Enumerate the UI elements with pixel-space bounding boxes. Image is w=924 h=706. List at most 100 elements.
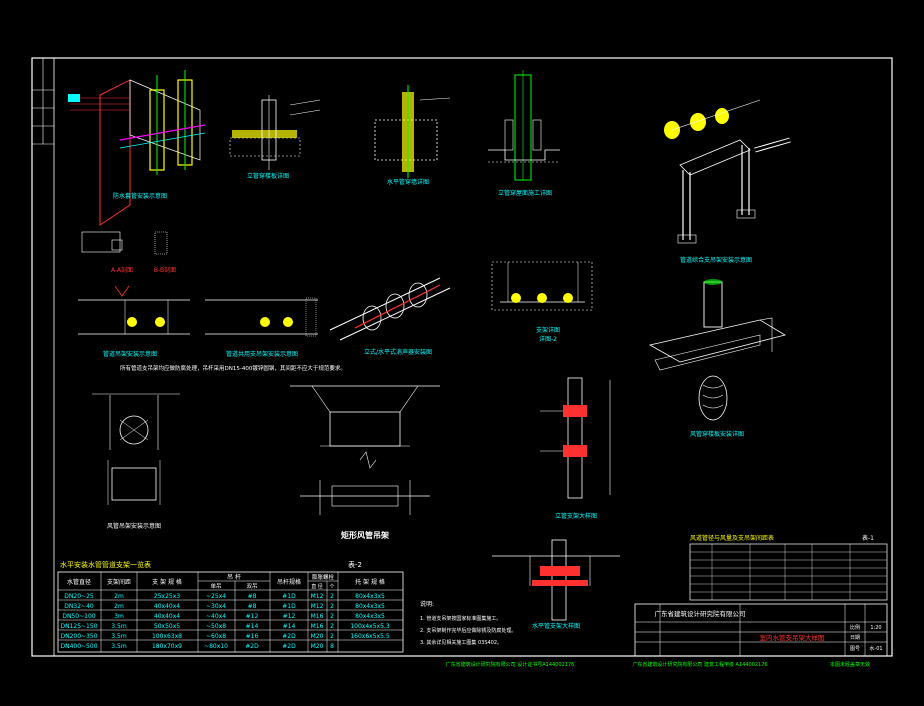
cell: ~30x4 <box>206 603 226 610</box>
caption-wall-sleeve: 防水套管安装示意图 <box>113 192 167 200</box>
cell: 40x40x4 <box>154 613 180 620</box>
cell: M20 <box>311 633 324 640</box>
cell: DN200~350 <box>60 633 97 640</box>
cell: #12 <box>246 613 259 620</box>
note-item: 3. 其余详见相关施工图集 03S402。 <box>420 639 502 646</box>
cell: 40x40x4 <box>154 603 180 610</box>
cell: 2 <box>330 633 334 640</box>
caption-riser-bracket: 立管支架大样图 <box>555 512 597 520</box>
caption-roof-riser: 立管穿屋面施工详图 <box>498 189 552 197</box>
caption-support-detail: 支架详图 <box>536 326 560 334</box>
diagram-roof-riser <box>488 70 560 181</box>
cell: 8 <box>330 643 334 650</box>
cell: 25x25x3 <box>154 593 180 600</box>
cell: 80x4x3x5 <box>355 603 385 610</box>
cell: 3.5m <box>111 623 127 630</box>
cell: M16 <box>311 623 324 630</box>
cell: M16 <box>311 613 324 620</box>
pipe-table-tag: 表-1 <box>862 534 874 542</box>
diagram-hanger-left <box>78 285 190 335</box>
caption-hanger-right: 管道共用支吊架安装示意图 <box>226 350 298 358</box>
cell: M12 <box>311 593 324 600</box>
cell: #16 <box>246 633 259 640</box>
hdr-bolt: 膨胀螺栓 <box>312 573 335 581</box>
cell: 160x6x5x5.5 <box>350 633 389 640</box>
caption-support-detail-sub: 详图-2 <box>539 335 557 343</box>
cell: DN50~100 <box>62 613 95 620</box>
diagram-support-detail <box>491 261 593 311</box>
caption-rect-duct: 矩形风管吊架 <box>340 530 389 540</box>
cell: 50x50x5 <box>154 623 180 630</box>
diagram-combined-support <box>664 99 791 244</box>
bracket-table-rows: DN20~25 2m 25x25x3 ~25x4 #8 #1D M12 2 80… <box>60 593 389 650</box>
diagram-rect-duct <box>290 385 440 515</box>
cell: ~40x4 <box>206 613 226 620</box>
cell: 3m <box>114 613 124 620</box>
cell: #1D <box>282 603 296 610</box>
caption-section-b: B-B剖面 <box>154 266 176 274</box>
table-row: DN20~25 2m 25x25x3 ~25x4 #8 #1D M12 2 80… <box>64 593 385 600</box>
table-row: DN400~500 3.5m 180x70x9 ~80x10 #2D #2D M… <box>60 643 334 650</box>
drawing-title: 室内水管支吊架大样图 <box>760 633 825 642</box>
cell: M12 <box>311 603 324 610</box>
hdr-pipe-dia: 水管直径 <box>67 578 91 586</box>
cell: #8 <box>248 603 257 610</box>
cell: 180x70x9 <box>152 643 182 650</box>
scale-label: 比例 <box>850 624 860 631</box>
diagram-riser-bracket <box>540 377 611 499</box>
hdr-single: 单吊 <box>210 582 221 590</box>
diagram-riser-slab <box>229 95 321 170</box>
binding-strip-cells <box>32 58 54 145</box>
pipe-table-title: 风道管径与风量及支吊架间距表 <box>690 534 774 542</box>
cell: 80x4x3x5 <box>355 593 385 600</box>
cell: ~80x10 <box>204 643 228 650</box>
bracket-table-title: 水平安装水管管道支架一览表 <box>60 560 151 569</box>
caption-horizontal-bracket: 水平管支架大样图 <box>532 622 580 630</box>
hdr-bolt-count: 个 <box>329 584 334 590</box>
notes-title: 说明: <box>420 600 434 608</box>
hdr-bracket: 托 架 规 格 <box>355 578 385 586</box>
diagram-wall-sleeve <box>68 70 206 226</box>
hdr-bolt-dia: 直 径 <box>311 583 323 590</box>
footer-center: 广东省建筑设计研究院有限公司 建筑工程甲级 A144002176 <box>632 661 767 668</box>
cell: 100x63x8 <box>152 633 182 640</box>
cell: 2m <box>114 593 124 600</box>
diagram-duct-hanger <box>92 393 180 505</box>
cell: 100x4x5x5.3 <box>350 623 389 630</box>
cell: DN125~150 <box>60 623 97 630</box>
number-value: 水-01 <box>869 645 882 652</box>
caption-duct-hanger: 风管吊架安装示意图 <box>107 522 161 530</box>
caption-combined-support: 管道综合支吊架安装示意图 <box>680 256 752 264</box>
cell: #8 <box>248 593 257 600</box>
cell: ~60x8 <box>206 633 226 640</box>
cell: #1D <box>282 593 296 600</box>
cell: #14 <box>283 623 296 630</box>
hdr-spacing: 支架间距 <box>107 578 131 586</box>
cell: 3.5m <box>111 633 127 640</box>
caption-hanger-left: 管道吊架安装示意图 <box>103 350 157 358</box>
notes-block: 说明: 1. 管道支吊架按国家标准图集施工。 2. 支吊架制作完毕后应做除锈及防… <box>420 600 516 646</box>
cell: DN20~25 <box>64 593 94 600</box>
title-block: 广东省建筑设计研究院有限公司 室内水管支吊架大样图 比例 1:20 日期 图号 … <box>634 603 888 657</box>
footer-right: 本图未经盖章无效 <box>830 661 870 668</box>
cell: #2D <box>245 643 259 650</box>
diagram-duct-floor <box>648 279 787 421</box>
cell: 2 <box>330 623 334 630</box>
diagram-horizontal-bracket <box>492 539 620 621</box>
table-row: DN125~150 3.5m 50x50x5 ~50x8 #14 #14 M16… <box>60 623 389 630</box>
diagram-hanger-right <box>205 297 318 337</box>
cell: 3.5m <box>111 643 127 650</box>
caption-riser-slab: 立管穿楼板详图 <box>247 172 289 180</box>
bracket-table: 水平安装水管管道支架一览表 表-2 水管直径 支架间距 支 架 规 格 吊 杆 … <box>57 560 404 653</box>
cell: ~25x4 <box>206 593 226 600</box>
date-label: 日期 <box>850 635 860 641</box>
caption-silencer: 立式/水平式消声器安装图 <box>364 348 432 356</box>
cell: M20 <box>311 643 324 650</box>
cell: DN32~40 <box>64 603 94 610</box>
caption-duct-floor: 风管穿楼板安装详图 <box>690 430 744 438</box>
note-item: 2. 支吊架制作完毕后应做除锈及防腐处理。 <box>420 627 516 634</box>
company-name: 广东省建筑设计研究院有限公司 <box>655 609 746 618</box>
cell: #14 <box>246 623 259 630</box>
scale-value: 1:20 <box>870 625 881 631</box>
